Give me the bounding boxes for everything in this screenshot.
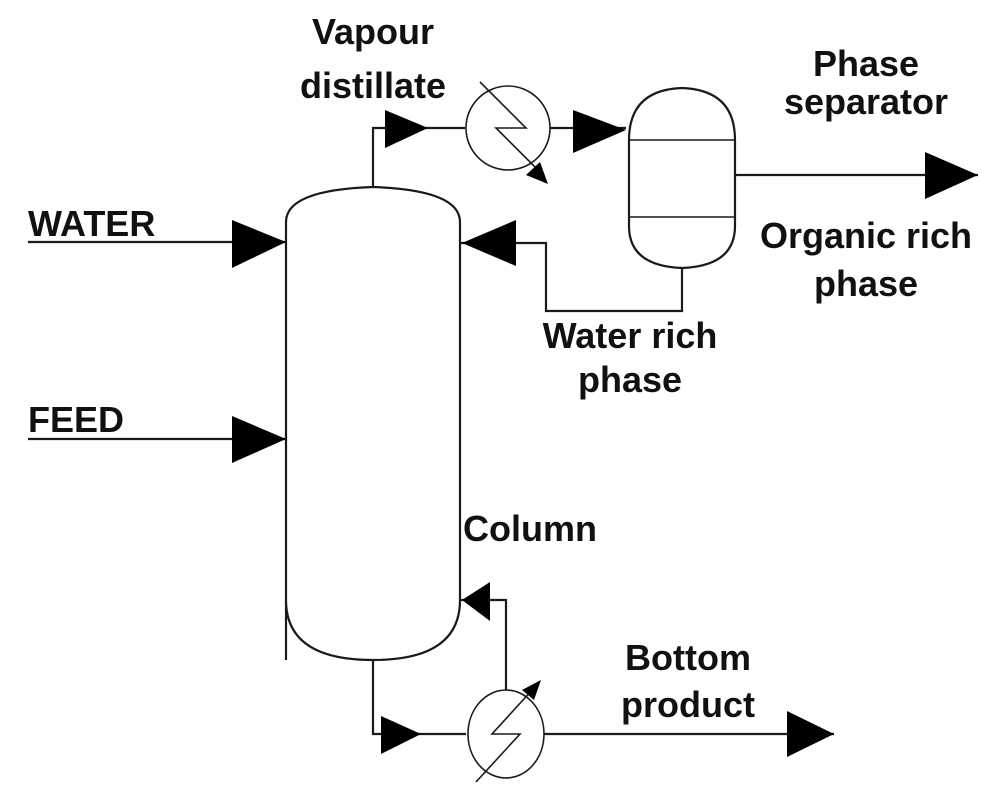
water-inlet-arrow: [232, 220, 286, 268]
boilup-arrow: [462, 582, 490, 621]
distillation-column: [284, 185, 462, 662]
phase-separator-label-2: separator: [784, 81, 948, 122]
column-label: Column: [463, 508, 597, 549]
condenser-icon: [465, 81, 551, 184]
vapour-distillate-arrow: [385, 110, 428, 148]
vapour-distillate-line: [371, 126, 465, 187]
phase-separator-label-1: Phase: [813, 43, 919, 84]
water-rich-recycle-arrow: [462, 220, 516, 266]
vapour-distillate-label-1: Vapour: [312, 11, 434, 52]
feed-label: FEED: [28, 399, 124, 440]
water-label: WATER: [28, 203, 155, 244]
water-rich-label-2: phase: [578, 359, 682, 400]
water-rich-label-1: Water rich: [543, 315, 718, 356]
bottom-product-label-1: Bottom: [625, 637, 751, 678]
water-rich-recycle-line: [460, 241, 684, 313]
feed-inlet-arrow: [232, 416, 286, 463]
vapour-distillate-label-2: distillate: [300, 65, 446, 106]
phase-separator-vessel: [627, 86, 737, 270]
condensate-arrow: [573, 110, 626, 153]
bottom-product-label-2: product: [621, 684, 755, 725]
organic-rich-outlet-arrow: [925, 152, 978, 199]
bottoms-arrow: [381, 716, 421, 754]
reboiler-icon: [467, 680, 545, 783]
bottoms-line: [371, 660, 466, 736]
organic-rich-label-2: phase: [814, 263, 918, 304]
organic-rich-label-1: Organic rich: [760, 215, 972, 256]
bottom-product-arrow: [787, 711, 834, 757]
